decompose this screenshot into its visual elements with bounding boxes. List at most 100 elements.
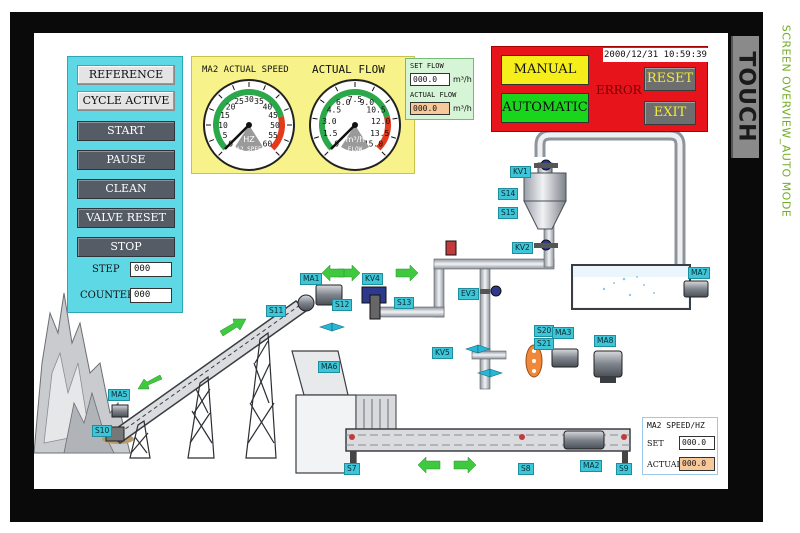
- speed-gauge-tick-label: 25: [234, 97, 244, 106]
- tag-kv5[interactable]: KV5: [432, 347, 453, 359]
- valve-reset-button[interactable]: VALVE RESET: [77, 208, 175, 228]
- automatic-button[interactable]: AUTOMATIC: [501, 93, 589, 123]
- agitator-blades: [319, 322, 503, 378]
- step-field[interactable]: 000: [130, 262, 172, 277]
- flow-gauge-tick-label: 1.5: [323, 129, 338, 138]
- speed-gauge-needle: [224, 124, 250, 150]
- speed-gauge-tick-label: 60: [263, 139, 273, 148]
- ma5-motor-icon: [111, 404, 129, 418]
- flow-gauge-tick: [319, 99, 325, 104]
- speed-gauge-hub-sector: [235, 125, 263, 152]
- cycle-active-indicator: CYCLE ACTIVE: [77, 91, 175, 111]
- speed-gauge-title: MA2 ACTUAL SPEED: [202, 65, 289, 75]
- tag-ma1[interactable]: MA1: [300, 273, 323, 285]
- flow-gauge-tick: [335, 86, 339, 92]
- tag-s14[interactable]: S14: [498, 188, 519, 200]
- ma2-speed-panel: MA2 SPEED/HZ SET 000.0 ACTUAL 000.0: [642, 417, 718, 475]
- speed-gauge-scale-band: [270, 116, 285, 151]
- speed-gauge-tick-label: 35: [254, 97, 264, 106]
- speed-set-label: SET: [647, 439, 664, 448]
- set-flow-field[interactable]: 000.0: [410, 73, 450, 86]
- flow-gauge-scale-band: [319, 89, 390, 151]
- tag-s7[interactable]: S7: [344, 463, 360, 475]
- water-tank: [571, 264, 709, 310]
- tag-s12[interactable]: S12: [332, 299, 353, 311]
- speed-gauge-tick: [209, 139, 215, 142]
- flow-arrows: [137, 264, 477, 474]
- actual-flow-label: ACTUAL FLOW: [410, 91, 457, 99]
- flow-gauge-tick-label: 12.0: [371, 117, 390, 126]
- tag-s11[interactable]: S11: [266, 305, 287, 317]
- hmi-screen: REFERENCE CYCLE ACTIVE START PAUSE CLEAN…: [34, 33, 728, 489]
- tag-kv1[interactable]: KV1: [510, 166, 531, 178]
- flow-gauge-hub-sector: [341, 125, 369, 152]
- flow-gauge-scale-band: [376, 116, 391, 151]
- counter-field[interactable]: 000: [130, 288, 172, 303]
- tag-ma7[interactable]: MA7: [688, 267, 711, 279]
- speed-gauge-tick: [283, 108, 289, 111]
- tag-ma5[interactable]: MA5: [108, 389, 131, 401]
- start-button[interactable]: START: [77, 121, 175, 141]
- pause-button[interactable]: PAUSE: [77, 150, 175, 170]
- tag-kv2[interactable]: KV2: [512, 242, 533, 254]
- speed-gauge-tick: [275, 94, 280, 99]
- tag-ev3[interactable]: EV3: [458, 288, 479, 300]
- manual-button[interactable]: MANUAL: [501, 55, 589, 85]
- step-label: STEP: [92, 264, 120, 275]
- flow-gauge-unit: m³/h: [346, 135, 365, 144]
- flow-gauge-tick-label: 10.5: [366, 106, 385, 115]
- speed-gauge-tick-label: 10: [218, 121, 228, 130]
- counter-label: COUNTER: [80, 290, 135, 301]
- tag-s10[interactable]: S10: [92, 425, 113, 437]
- speed-gauge-tick: [275, 151, 280, 156]
- tag-s21[interactable]: S21: [534, 338, 555, 350]
- rotary-feeder: [525, 344, 623, 383]
- actual-flow-field: 000.0: [410, 102, 450, 115]
- speed-gauge-tick: [218, 94, 223, 99]
- tag-s13[interactable]: S13: [394, 297, 415, 309]
- tag-ma3[interactable]: MA3: [552, 327, 575, 339]
- flow-gauge-tick-label: 15.0: [364, 139, 383, 148]
- speed-gauge-tick-label: 40: [263, 103, 273, 112]
- tag-s15[interactable]: S15: [498, 207, 519, 219]
- exit-button[interactable]: EXIT: [644, 101, 696, 125]
- screw-conveyor: [345, 428, 631, 465]
- side-caption: SCREEN OVERVIEW_AUTO MODE: [779, 24, 793, 218]
- flow-gauge-tick-label: 4.5: [327, 106, 342, 115]
- flow-gauge-tick-label: 13.5: [370, 129, 389, 138]
- reference-button[interactable]: REFERENCE: [77, 65, 175, 85]
- speed-gauge-tick: [209, 108, 215, 111]
- flow-gauge-caption: FLOW: [348, 146, 363, 153]
- set-flow-label: SET FLOW: [410, 62, 444, 70]
- tag-s20[interactable]: S20: [534, 325, 555, 337]
- flow-gauge-tick: [381, 151, 386, 156]
- flow-gauge-tick-label: 9.0: [360, 98, 375, 107]
- flow-gauge-tick: [312, 117, 318, 120]
- flow-gauge-tick-label: 7.5: [348, 95, 363, 104]
- flow-gauge-tick: [392, 117, 398, 120]
- tag-s9[interactable]: S9: [616, 463, 632, 475]
- tag-kv4[interactable]: KV4: [362, 273, 383, 285]
- speed-gauge-tick: [263, 85, 266, 91]
- incline-conveyor: [105, 294, 315, 459]
- tag-s8[interactable]: S8: [518, 463, 534, 475]
- speed-gauge-tick-label: 5: [223, 131, 228, 140]
- stop-button[interactable]: STOP: [77, 237, 175, 257]
- ma2-speed-title: MA2 SPEED/HZ: [647, 421, 705, 430]
- speed-gauge-scale-band: [213, 89, 284, 151]
- tag-ma6[interactable]: MA6: [318, 361, 341, 373]
- clean-button[interactable]: CLEAN: [77, 179, 175, 199]
- tag-ma2[interactable]: MA2: [580, 460, 603, 472]
- speed-set-field[interactable]: 000.0: [679, 436, 715, 450]
- speed-gauge-needle-hub: [246, 122, 252, 128]
- tag-ma8[interactable]: MA8: [594, 335, 617, 347]
- speed-gauge-unit: HZ: [243, 135, 255, 144]
- flow-panel: SET FLOW 000.0 m³/h ACTUAL FLOW 000.0 m³…: [405, 58, 474, 120]
- actual-flow-unit: m³/h: [453, 104, 472, 113]
- flow-gauge-tick: [371, 86, 375, 92]
- reset-button[interactable]: RESET: [644, 67, 696, 91]
- flow-gauge-tick-label: 3.0: [322, 117, 337, 126]
- speed-actual-label: ACTUAL: [647, 460, 682, 469]
- process-diagram: [34, 129, 709, 474]
